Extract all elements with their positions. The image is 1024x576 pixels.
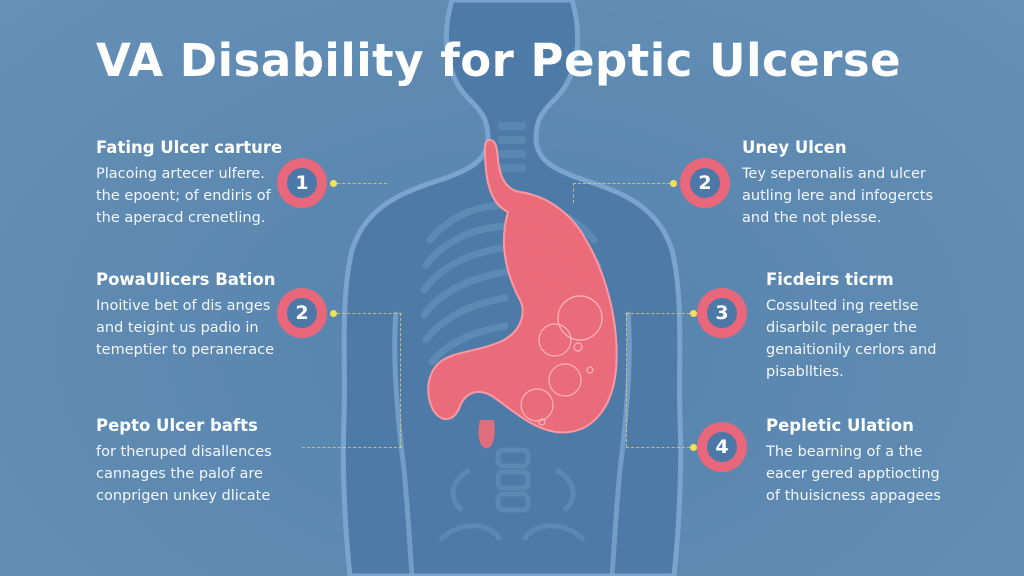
connector-dot xyxy=(330,180,337,187)
info-heading: PowaUlicers Bation xyxy=(96,270,276,289)
connector-dot xyxy=(690,310,697,317)
info-block-right-1: Uney Ulcen Tey seperonalis and ulcer aut… xyxy=(742,138,933,229)
badge-number: 2 xyxy=(287,298,317,328)
connector-line xyxy=(337,313,402,314)
connector-line xyxy=(337,183,387,184)
badge-number: 3 xyxy=(707,298,737,328)
connector-dot xyxy=(690,444,697,451)
connector-line xyxy=(573,183,670,184)
body-silhouette-icon xyxy=(340,0,684,576)
info-heading: Ficdeirs ticrm xyxy=(766,270,894,289)
badge-number: 4 xyxy=(707,432,737,462)
connector-line xyxy=(573,183,574,203)
number-badge-left-1: 1 xyxy=(277,158,327,208)
info-body: Inoitive bet of dis anges and teigint us… xyxy=(96,298,275,358)
stomach-icon xyxy=(427,138,618,449)
info-heading: Fating Ulcer carture xyxy=(96,138,283,157)
badge-number: 2 xyxy=(690,168,720,198)
connector-line xyxy=(302,447,402,448)
info-heading: Pepto Ulcer bafts xyxy=(96,416,258,435)
info-block-left-2: PowaUlicers Bation Inoitive bet of dis a… xyxy=(96,270,276,361)
number-badge-left-2: 2 xyxy=(277,288,327,338)
info-body: for theruped disallences cannages the pa… xyxy=(96,444,272,504)
number-badge-right-1: 2 xyxy=(680,158,730,208)
neck-vertebrae-icon xyxy=(498,122,526,172)
info-block-right-2: Ficdeirs ticrm Cossulted ing reetlse dis… xyxy=(766,270,936,383)
info-block-left-3: Pepto Ulcer bafts for theruped disallenc… xyxy=(96,416,272,507)
info-body: Tey seperonalis and ulcer autling lere a… xyxy=(742,166,934,226)
info-body: Placoing artecer ulfere. the epoent; of … xyxy=(96,166,271,226)
info-heading: Pepletic Ulation xyxy=(766,416,914,435)
info-heading: Uney Ulcen xyxy=(742,138,847,157)
badge-number: 1 xyxy=(287,168,317,198)
page-title: VA Disability for Peptic Ulcerse xyxy=(96,34,902,87)
info-body: The bearning of a the eacer gered apptio… xyxy=(766,444,941,504)
info-body: Cossulted ing reetlse disarbilc perager … xyxy=(766,298,937,380)
connector-line xyxy=(626,313,690,314)
spine-icon xyxy=(438,447,586,542)
connector-line xyxy=(626,313,627,447)
number-badge-right-3: 4 xyxy=(697,422,747,472)
connector-line xyxy=(400,313,401,447)
connector-dot xyxy=(330,310,337,317)
info-block-left-1: Fating Ulcer carture Placoing artecer ul… xyxy=(96,138,282,229)
connector-dot xyxy=(670,180,677,187)
info-block-right-3: Pepletic Ulation The bearning of a the e… xyxy=(766,416,941,507)
number-badge-right-2: 3 xyxy=(697,288,747,338)
connector-line xyxy=(626,447,690,448)
